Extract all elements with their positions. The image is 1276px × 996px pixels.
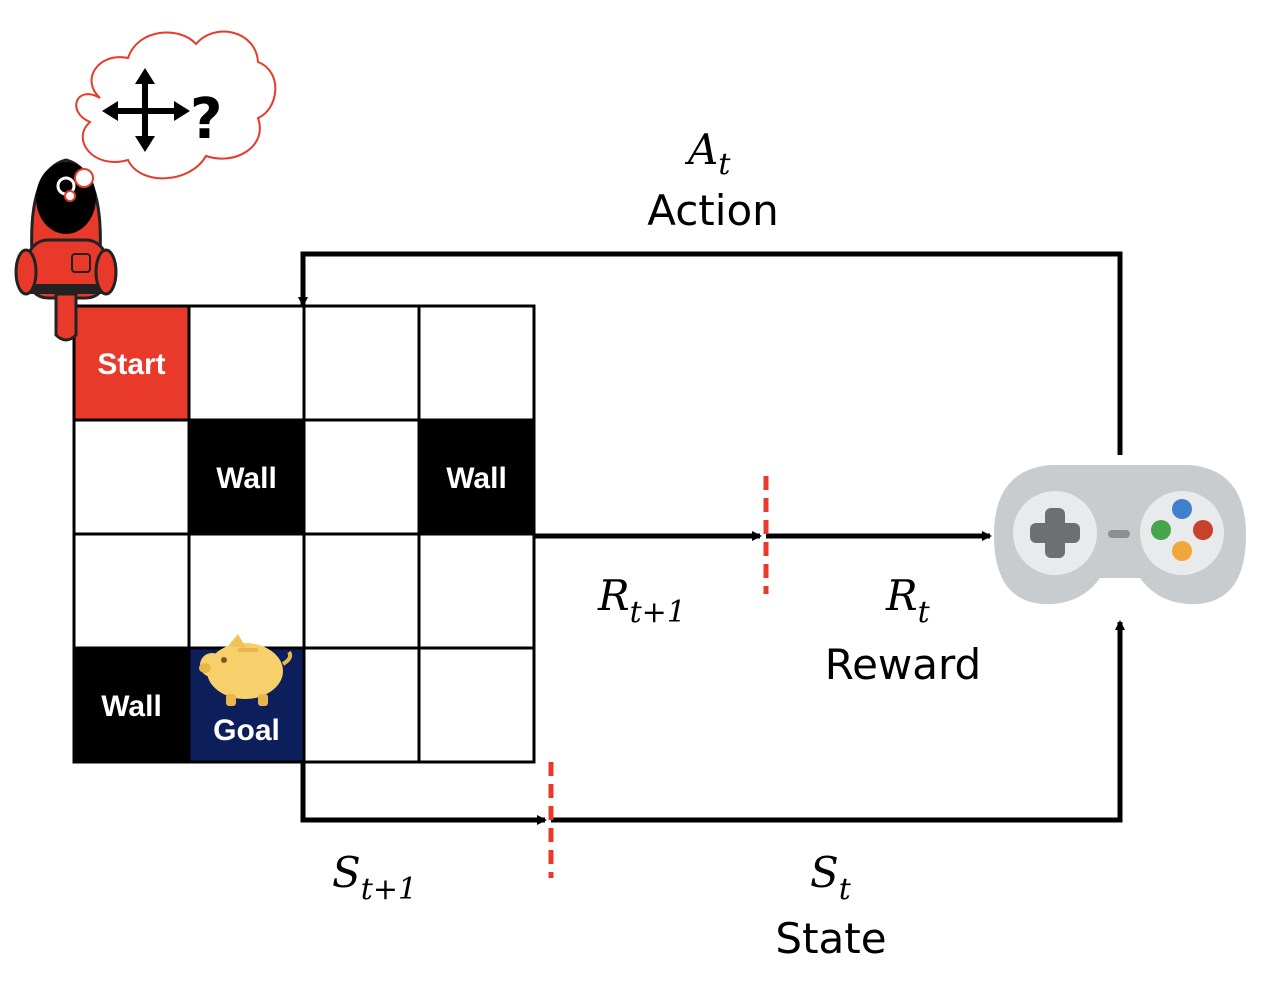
action-symbol: A: [684, 125, 718, 174]
grid-cell: [72, 418, 191, 536]
reward-subscript: t: [918, 595, 931, 630]
state-label: State: [775, 914, 886, 963]
grid-cell: [417, 304, 536, 422]
question-mark: ?: [190, 87, 222, 152]
svg-text:Rt: Rt: [885, 571, 931, 630]
reward-label: Reward: [825, 640, 981, 689]
reward-next-symbol: R: [597, 571, 630, 620]
reward-symbol: R: [885, 571, 918, 620]
grid-cell: [417, 646, 536, 764]
cell-label-wall: Wall: [446, 462, 507, 495]
svg-text:Rt+1: Rt+1: [597, 571, 686, 630]
grid-cell-start: [72, 304, 191, 422]
cell-label-start: Start: [97, 348, 165, 381]
action-arrow: [298, 251, 1123, 455]
grid-cell: [302, 418, 421, 536]
grid-cell: [302, 304, 421, 422]
grid-cell: [187, 304, 306, 422]
action-label: Action: [647, 186, 779, 235]
grid-cell: [187, 532, 306, 650]
action-subscript: t: [718, 147, 731, 182]
grid-cell: [72, 532, 191, 650]
svg-text:At: At: [684, 125, 731, 182]
state-next-arrow: [300, 760, 547, 825]
state-next-symbol: S: [332, 848, 361, 897]
move-arrows-icon: [102, 68, 190, 152]
grid-cell-wall: [187, 418, 306, 536]
grid-cell: [302, 532, 421, 650]
game-controller-icon: [994, 465, 1246, 605]
state-next-subscript: t+1: [361, 872, 417, 907]
svg-text:St: St: [810, 848, 852, 907]
cell-label-wall: Wall: [101, 690, 162, 723]
state-subscript: t: [839, 872, 852, 907]
thought-bubble: [64, 30, 277, 202]
state-symbol: S: [810, 848, 839, 897]
piggy-bank-icon: [199, 634, 293, 706]
grid-cell: [302, 646, 421, 764]
cell-label-goal: Goal: [213, 714, 280, 747]
cell-label-wall: Wall: [216, 462, 277, 495]
reward-next-subscript: t+1: [630, 595, 686, 630]
grid-cell: [417, 532, 536, 650]
state-arrow: [551, 620, 1125, 823]
svg-text:St+1: St+1: [332, 848, 417, 907]
